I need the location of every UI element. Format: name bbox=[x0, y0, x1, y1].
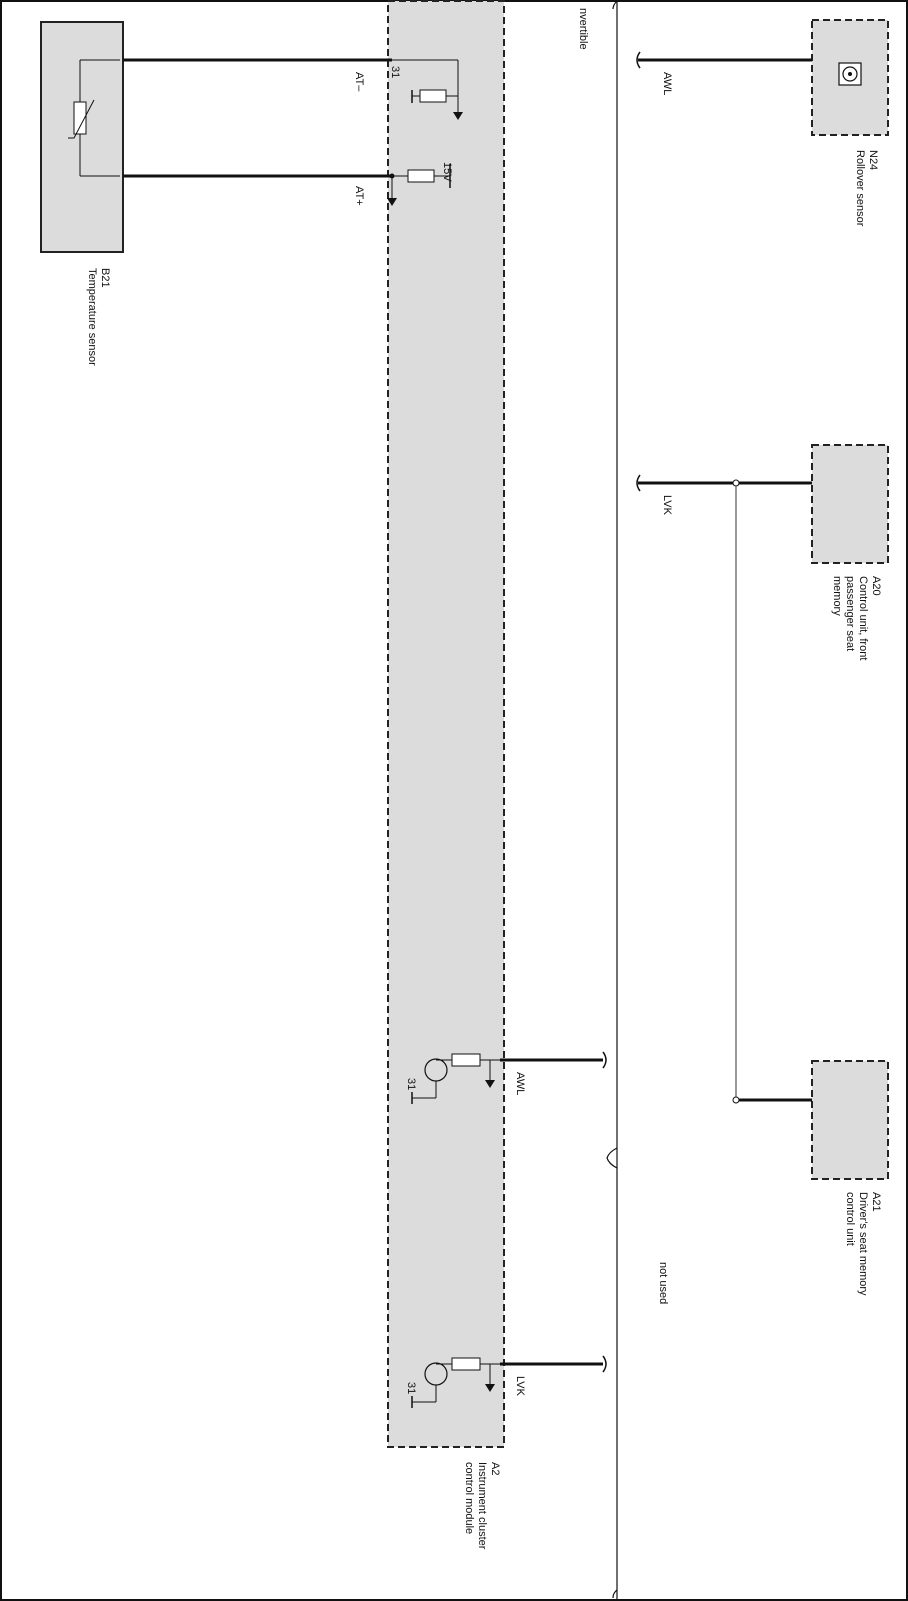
supply-15v-label: 15V bbox=[441, 162, 453, 182]
drivers-seat-box bbox=[811, 1060, 889, 1180]
at-minus-ground-label: 31 bbox=[389, 66, 401, 78]
front-passenger-seat-box bbox=[811, 444, 889, 564]
divider-brace-top bbox=[612, 0, 618, 10]
instrument-cluster-id: A2 bbox=[489, 1462, 501, 1475]
awl-ground-label: 31 bbox=[405, 1078, 417, 1090]
instrument-cluster-name-1: Instrument cluster bbox=[476, 1462, 488, 1550]
signal-lvk-a2: LVK bbox=[514, 1376, 526, 1397]
signal-awl-rollover: AWL bbox=[661, 72, 673, 95]
temperature-sensor-name: Temperature sensor bbox=[86, 268, 98, 366]
junction-lvk bbox=[732, 479, 740, 487]
connector-lvk-a2 bbox=[602, 1355, 607, 1373]
temperature-sensor-box bbox=[40, 21, 124, 253]
instrument-cluster-name-2: control module bbox=[463, 1462, 475, 1534]
pin-label-at-minus: AT– bbox=[353, 72, 365, 92]
front-passenger-seat-id: A20 bbox=[870, 576, 882, 596]
front-passenger-seat-name-3: memory bbox=[831, 576, 843, 616]
thermistor-icon bbox=[68, 59, 120, 177]
lvk-transistor-circuit bbox=[411, 1357, 500, 1408]
at-minus-ground-circuit bbox=[392, 59, 463, 120]
rollover-sensor-icon bbox=[838, 62, 862, 86]
connector-awl-a2 bbox=[602, 1051, 607, 1069]
header-partial-title: nvertible bbox=[577, 8, 589, 50]
drivers-seat-id: A21 bbox=[870, 1192, 882, 1212]
front-passenger-seat-name-2: passenger seat bbox=[844, 576, 856, 651]
instrument-cluster-module bbox=[387, 0, 505, 1448]
front-passenger-seat-name-1: Control unit, front bbox=[857, 576, 869, 660]
signal-awl-a2: AWL bbox=[514, 1072, 526, 1095]
awl-transistor-circuit bbox=[411, 1053, 500, 1104]
divider-brace-bottom bbox=[612, 1589, 618, 1599]
rollover-sensor-name: Rollover sensor bbox=[854, 150, 866, 227]
rollover-sensor-id: N24 bbox=[867, 150, 879, 170]
junction-drivers-seat bbox=[732, 1096, 740, 1104]
pin-label-at-plus: AT+ bbox=[353, 186, 365, 206]
at-plus-supply-circuit bbox=[387, 164, 451, 206]
drivers-seat-name-1: Driver's seat memory bbox=[857, 1192, 869, 1296]
drivers-seat-name-2: control unit bbox=[844, 1192, 856, 1246]
divider-brace-middle bbox=[606, 1147, 618, 1169]
connector-awl-rollover bbox=[636, 51, 641, 69]
connector-lvk-front-passenger bbox=[636, 474, 641, 492]
temperature-sensor-id: B21 bbox=[99, 268, 111, 288]
not-used-label: not used bbox=[657, 1262, 669, 1304]
signal-lvk-front-passenger: LVK bbox=[661, 495, 673, 516]
lvk-ground-label: 31 bbox=[405, 1382, 417, 1394]
